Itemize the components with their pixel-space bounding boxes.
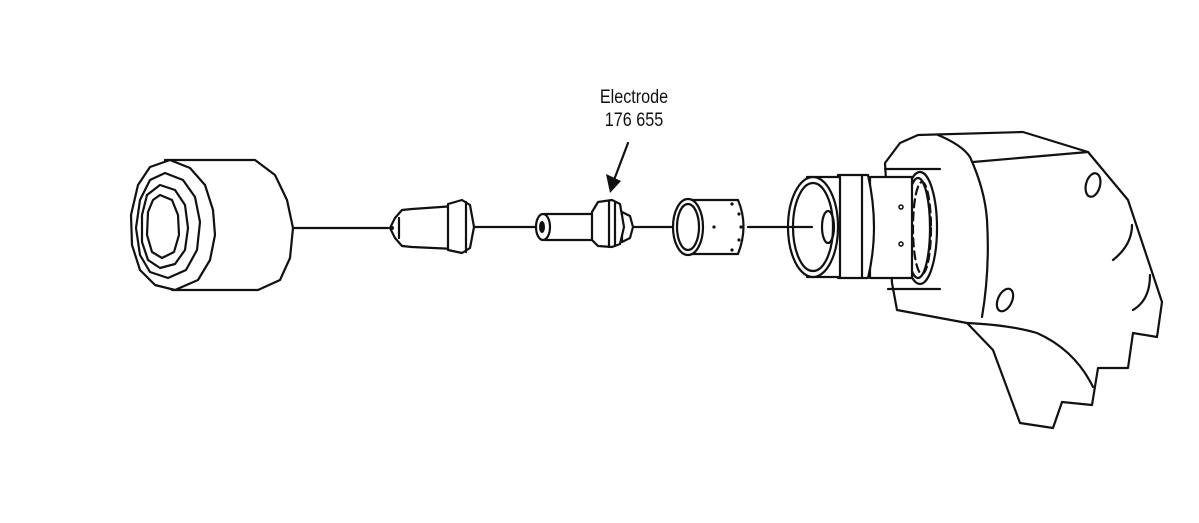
electrode [534,198,635,249]
swirl-ring [671,197,745,257]
electrode-part-name: Electrode [599,87,669,108]
electrode-callout-label: Electrode 176 655 [586,86,681,132]
nozzle [388,198,476,255]
electrode-part-number: 176 655 [604,110,664,131]
torch-head [786,130,1164,430]
shield-cap [129,158,295,292]
electrode-callout-arrow [606,141,630,193]
